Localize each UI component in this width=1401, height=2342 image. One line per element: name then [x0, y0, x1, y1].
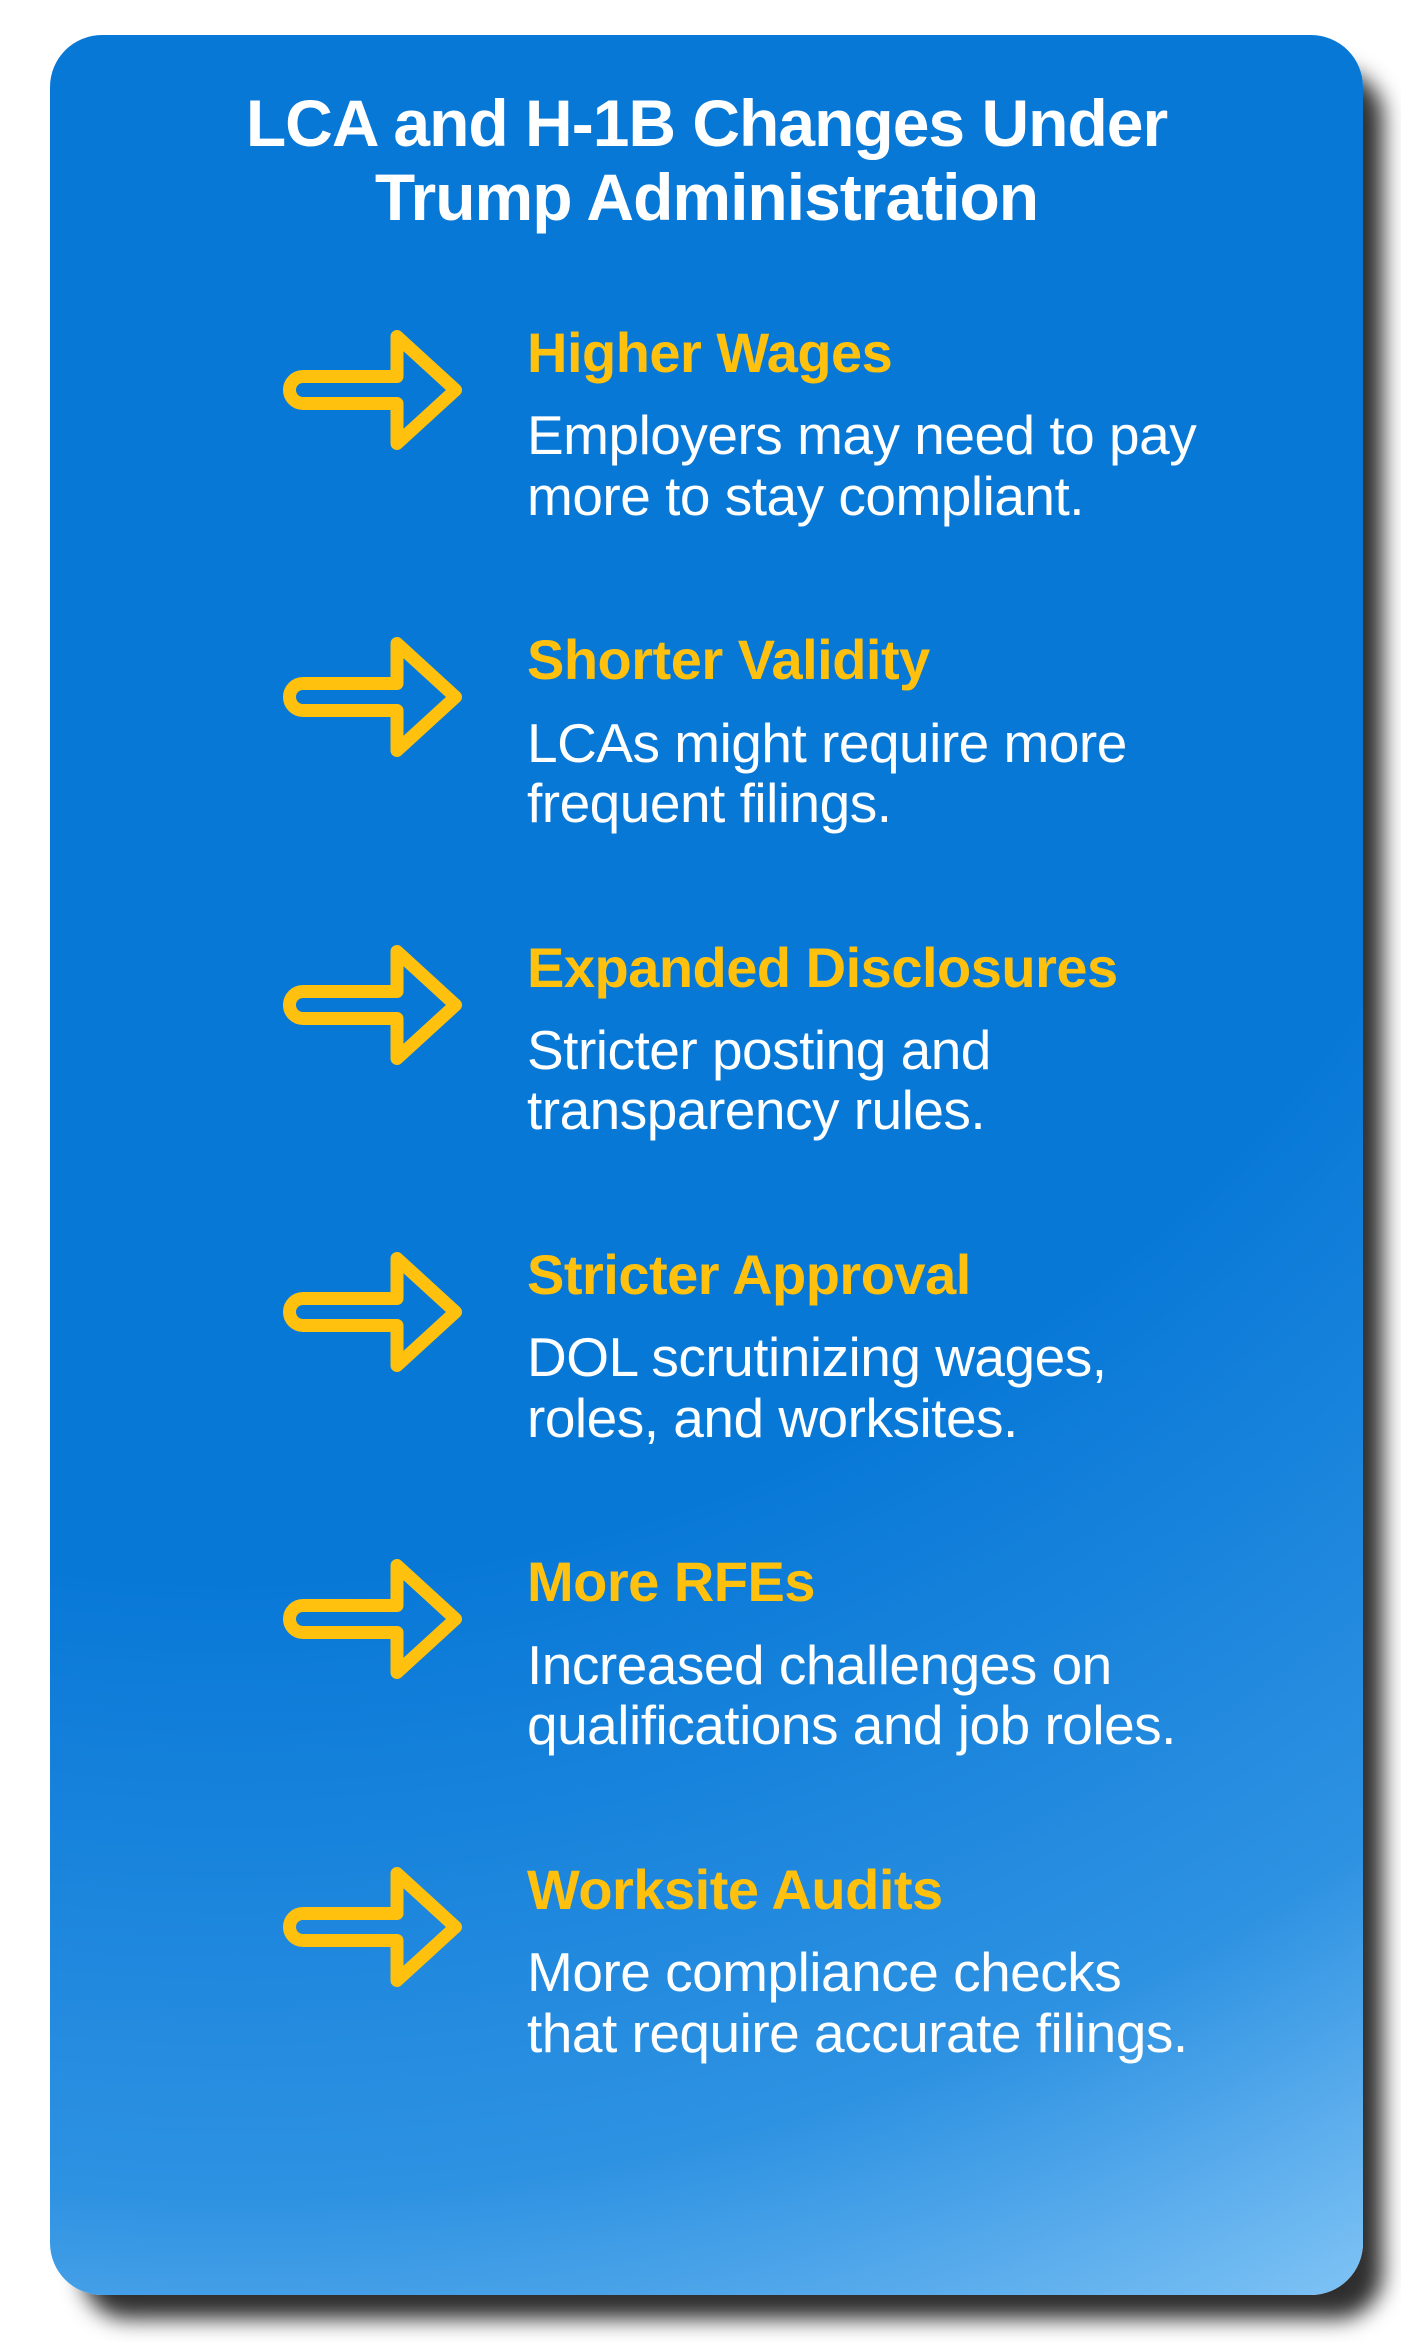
- section-text: Worksite Audits More compliance checks t…: [527, 1858, 1363, 2063]
- arrow-right-icon: [278, 1866, 462, 1987]
- arrow-right-icon: [278, 329, 462, 450]
- section-body: LCAs might require more frequent filings…: [527, 711, 1127, 835]
- infographic-card: LCA and H-1B Changes Under Trump Adminis…: [50, 35, 1363, 2295]
- section-body: More compliance checks that require accu…: [527, 1941, 1188, 2064]
- section-worksite-audits: Worksite Audits More compliance checks t…: [50, 1858, 1363, 2063]
- section-heading: Higher Wages: [527, 320, 893, 384]
- arrow-right-icon: [278, 944, 462, 1065]
- infographic-title: LCA and H-1B Changes Under Trump Adminis…: [245, 86, 1168, 234]
- section-text: More RFEs Increased challenges on qualif…: [527, 1550, 1363, 1755]
- section-body: DOL scrutinizing wages, roles, and works…: [527, 1326, 1107, 1449]
- arrow-right-icon: [278, 1559, 462, 1680]
- section-heading: Worksite Audits: [527, 1857, 943, 1921]
- arrow-right-icon: [278, 637, 462, 758]
- section-body: Increased challenges on qualifications a…: [527, 1633, 1176, 1757]
- section-text: Shorter Validity LCAs might require more…: [527, 628, 1363, 833]
- section-text: Expanded Disclosures Stricter posting an…: [527, 936, 1363, 1141]
- section-heading: Shorter Validity: [527, 628, 930, 692]
- section-more-rfes: More RFEs Increased challenges on qualif…: [50, 1550, 1363, 1756]
- section-expanded-disclosures: Expanded Disclosures Stricter posting an…: [50, 936, 1363, 1141]
- arrow-right-icon: [278, 1251, 462, 1372]
- section-text: Stricter Approval DOL scrutinizing wages…: [527, 1243, 1363, 1448]
- section-shorter-validity: Shorter Validity LCAs might require more…: [50, 628, 1363, 833]
- sections-list: Higher Wages Employers may need to pay m…: [50, 321, 1363, 2063]
- section-text: Higher Wages Employers may need to pay m…: [527, 321, 1363, 526]
- section-heading: Stricter Approval: [527, 1242, 971, 1306]
- section-body: Stricter posting and transparency rules.: [527, 1018, 991, 1142]
- section-heading: More RFEs: [527, 1550, 816, 1614]
- section-body: Employers may need to pay more to stay c…: [527, 404, 1197, 527]
- section-higher-wages: Higher Wages Employers may need to pay m…: [50, 321, 1363, 526]
- section-stricter-approval: Stricter Approval DOL scrutinizing wages…: [50, 1243, 1363, 1448]
- section-heading: Expanded Disclosures: [527, 935, 1118, 999]
